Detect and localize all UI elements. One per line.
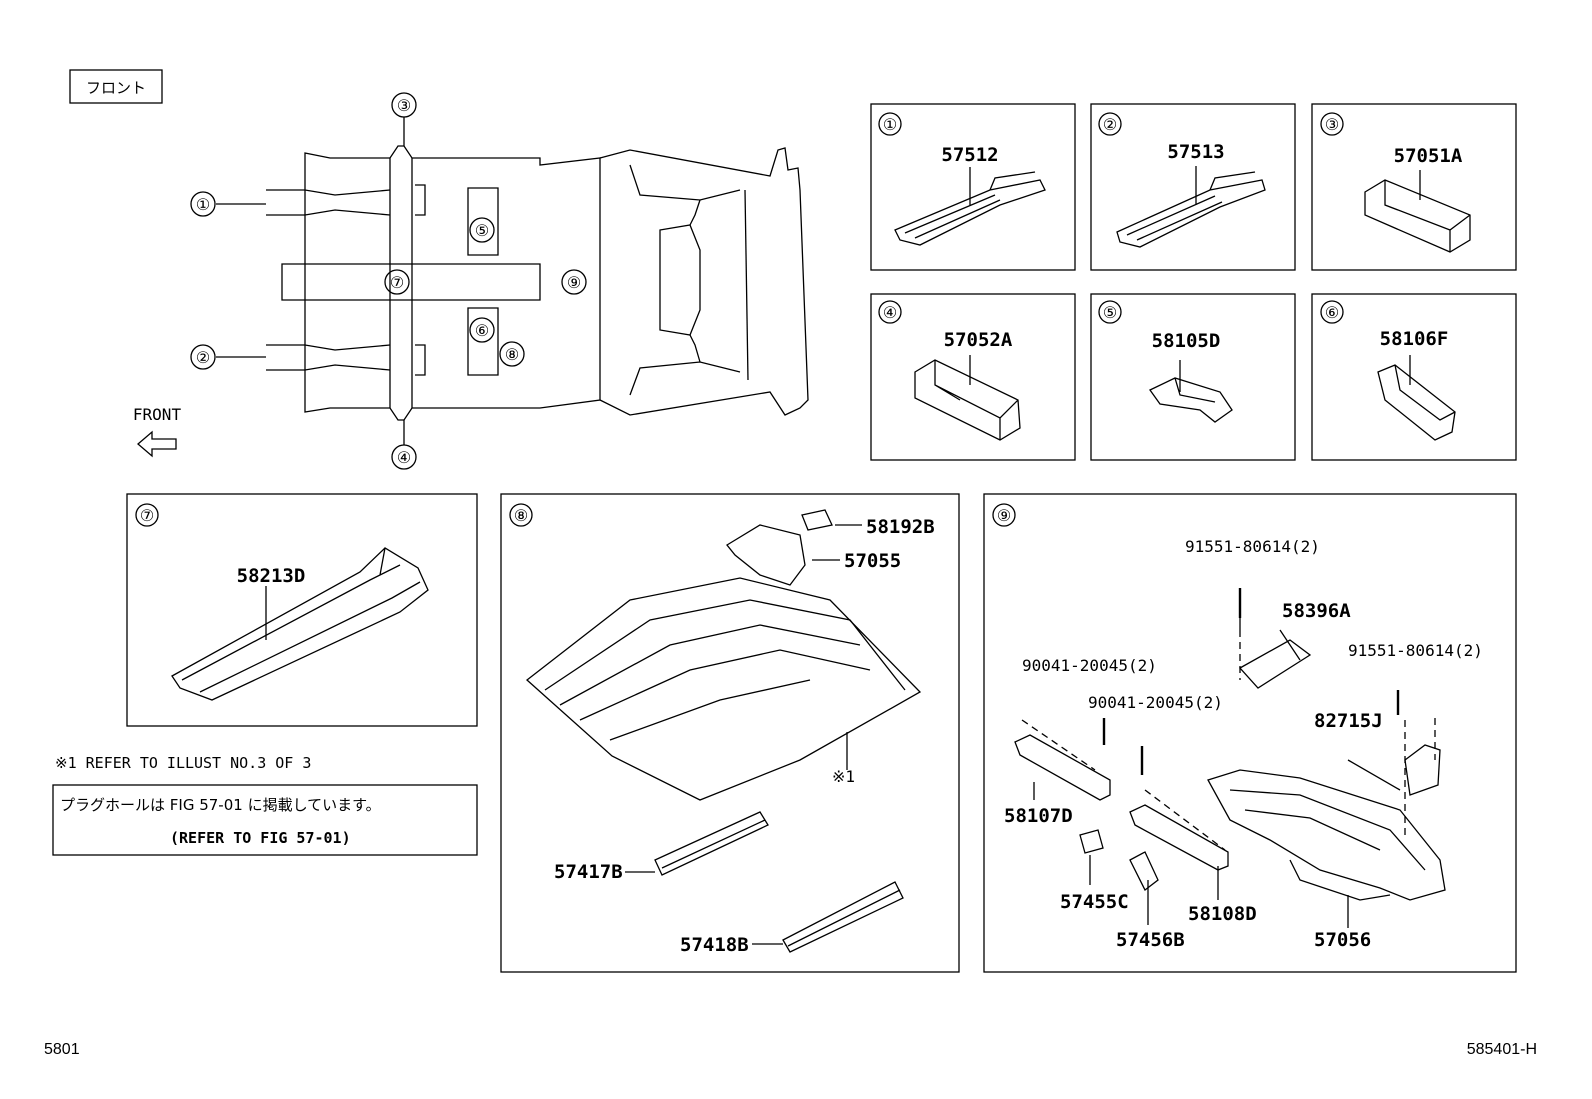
panel-1-frame xyxy=(870,103,1076,271)
part-sketch-57051A xyxy=(1364,170,1471,253)
panel-9-number: ⑨ xyxy=(997,506,1011,525)
callout-7: ⑦ xyxy=(390,273,404,292)
floor-overview xyxy=(137,117,809,458)
part-label-57417B[interactable]: 57417B xyxy=(554,861,623,883)
callout-6: ⑥ xyxy=(475,321,489,340)
part-label-57052A[interactable]: 57052A xyxy=(944,329,1013,351)
panel-5-frame xyxy=(1090,293,1296,461)
part-label-58105D[interactable]: 58105D xyxy=(1152,330,1221,352)
part-label-57055[interactable]: 57055 xyxy=(844,550,901,572)
panel-8-number: ⑧ xyxy=(514,506,528,525)
panel-1-number: ① xyxy=(883,115,897,134)
part-label-58107D[interactable]: 58107D xyxy=(1004,805,1073,827)
panel-3-number: ③ xyxy=(1325,115,1339,134)
plug-note-jp: プラグホールは FIG 57-01 に掲載しています。 xyxy=(60,796,381,814)
panel-2-number: ② xyxy=(1103,115,1117,134)
footer-right-code: 585401-H xyxy=(1467,1041,1537,1058)
part-label-58108D[interactable]: 58108D xyxy=(1188,903,1257,925)
part-label-57418B[interactable]: 57418B xyxy=(680,934,749,956)
panel-7-number: ⑦ xyxy=(140,506,154,525)
panel-7-frame xyxy=(126,493,478,727)
part-sketch-58105D xyxy=(1149,360,1233,423)
part-label-57512[interactable]: 57512 xyxy=(941,144,998,166)
callout-9: ⑨ xyxy=(567,273,581,292)
panel-3-frame xyxy=(1311,103,1517,271)
floor-pan-sketch xyxy=(525,509,922,953)
part-label-58396A[interactable]: 58396A xyxy=(1282,600,1351,622)
panel-4-frame xyxy=(870,293,1076,461)
callout-circles xyxy=(135,92,1344,527)
part-sketch-57052A xyxy=(914,355,1021,441)
part-label-90041-20045-a[interactable]: 90041-20045(2) xyxy=(1022,656,1157,675)
footer-left-code: 5801 xyxy=(44,1041,80,1058)
panel-6-frame xyxy=(1311,293,1517,461)
part-label-91551-80614-b[interactable]: 91551-80614(2) xyxy=(1348,641,1483,660)
callout-8: ⑧ xyxy=(505,345,519,364)
reference-mark: ※1 xyxy=(832,767,855,786)
front-en-label: FRONT xyxy=(133,405,182,424)
part-label-57051A[interactable]: 57051A xyxy=(1394,145,1463,167)
rear-floor-sketch xyxy=(1014,588,1446,928)
callout-2: ② xyxy=(196,348,210,367)
part-label-57455C[interactable]: 57455C xyxy=(1060,891,1129,913)
part-label-57056[interactable]: 57056 xyxy=(1314,929,1371,951)
plug-note-box xyxy=(52,784,478,856)
callout-4: ④ xyxy=(397,448,411,467)
front-jp-label: フロント xyxy=(86,79,146,97)
panel-6-number: ⑥ xyxy=(1325,303,1339,322)
part-label-58106F[interactable]: 58106F xyxy=(1380,328,1449,350)
panel-5-number: ⑤ xyxy=(1103,303,1117,322)
front-jp-box xyxy=(69,69,163,104)
callout-1: ① xyxy=(196,195,210,214)
part-sketch-58106F xyxy=(1377,355,1456,441)
part-label-58192B[interactable]: 58192B xyxy=(866,516,935,538)
part-label-57513[interactable]: 57513 xyxy=(1167,141,1224,163)
part-label-82715J[interactable]: 82715J xyxy=(1314,710,1383,732)
panel-2-frame xyxy=(1090,103,1296,271)
part-sketch-58213D xyxy=(171,547,429,701)
plug-note-en: (REFER TO FIG 57-01) xyxy=(170,829,351,847)
panel-9-frame xyxy=(983,493,1517,973)
part-label-90041-20045-b[interactable]: 90041-20045(2) xyxy=(1088,693,1223,712)
panel-4-number: ④ xyxy=(883,303,897,322)
panel-8-frame xyxy=(500,493,960,973)
refer-illust-note: ※1 REFER TO ILLUST NO.3 OF 3 xyxy=(55,754,311,772)
part-label-57456B[interactable]: 57456B xyxy=(1116,929,1185,951)
callout-3: ③ xyxy=(397,96,411,115)
part-label-91551-80614-a[interactable]: 91551-80614(2) xyxy=(1185,537,1320,556)
part-sketch-57513 xyxy=(1116,166,1266,248)
callout-5: ⑤ xyxy=(475,221,489,240)
part-sketch-57512 xyxy=(894,167,1046,246)
part-label-58213D[interactable]: 58213D xyxy=(237,565,306,587)
